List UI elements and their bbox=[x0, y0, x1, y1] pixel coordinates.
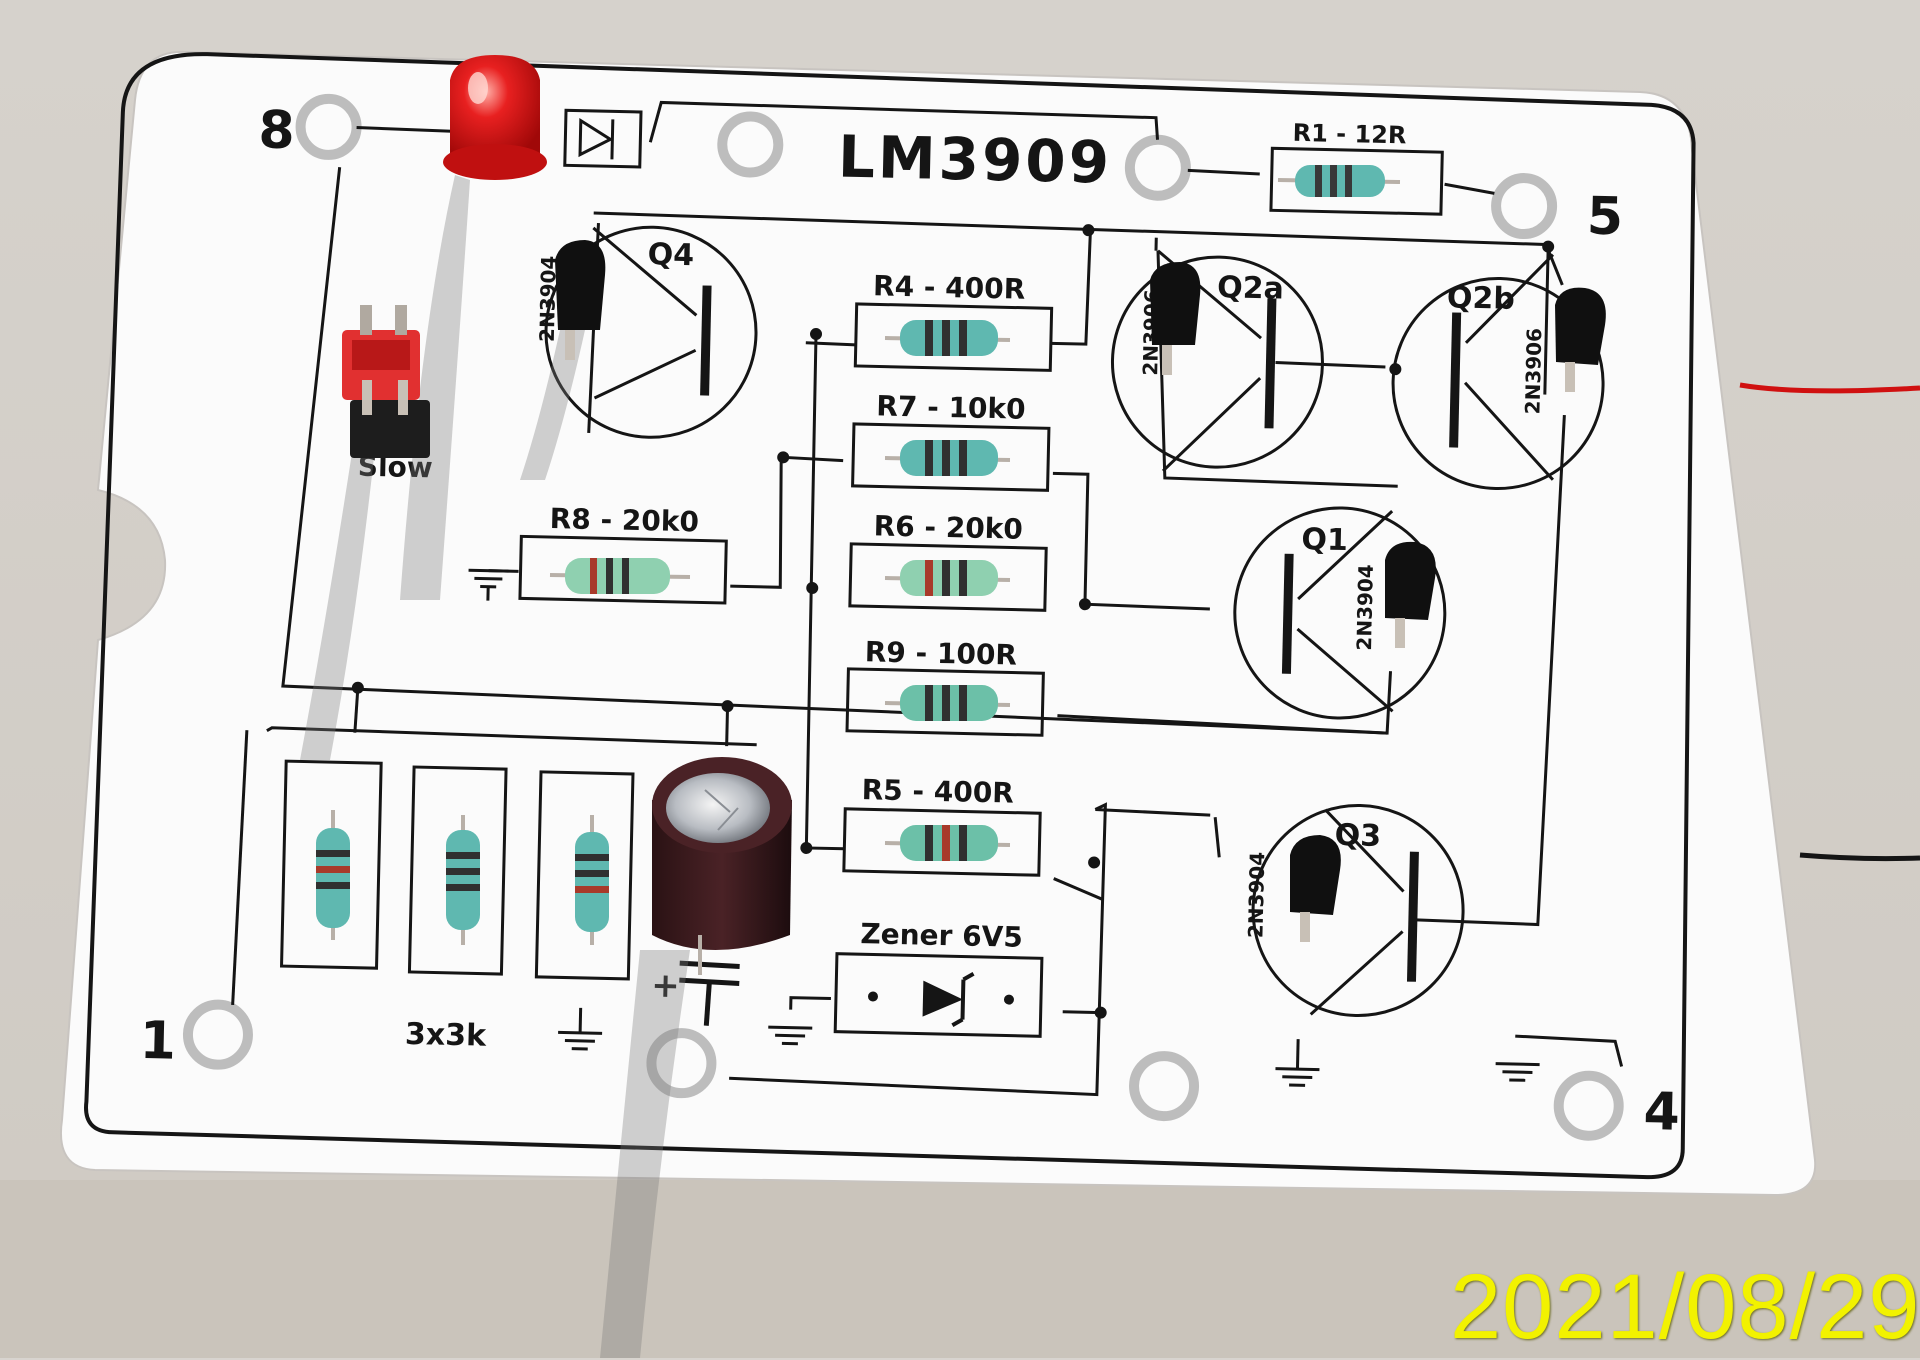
red-led bbox=[443, 55, 547, 180]
r1-label: R1 - 12R bbox=[1292, 119, 1406, 150]
pin-5-label: 5 bbox=[1586, 186, 1624, 247]
q2b-part-label: 2N3906 bbox=[1520, 328, 1546, 415]
r7-label: R7 - 10k0 bbox=[876, 389, 1026, 425]
q1-label: Q1 bbox=[1301, 522, 1348, 558]
q4-label: Q4 bbox=[647, 237, 694, 273]
q1-part-label: 2N3904 bbox=[1352, 564, 1378, 651]
r5-label: R5 - 400R bbox=[861, 773, 1014, 809]
pin-1-label: 1 bbox=[139, 1011, 177, 1072]
pin-8-label: 8 bbox=[258, 100, 296, 161]
r6-label: R6 - 20k0 bbox=[873, 509, 1023, 545]
r9-label: R9 - 100R bbox=[864, 635, 1017, 671]
chip-title: LM3909 bbox=[837, 122, 1113, 196]
pin-4-label: 4 bbox=[1643, 1082, 1681, 1143]
r4-label: R4 - 400R bbox=[873, 269, 1026, 305]
zener-label: Zener 6V5 bbox=[860, 917, 1023, 954]
q3-label: Q3 bbox=[1334, 818, 1381, 854]
resistor-bank-label: 3x3k bbox=[405, 1017, 488, 1054]
q3-part-label: 2N3904 bbox=[1243, 852, 1269, 939]
r8-label: R8 - 20k0 bbox=[549, 502, 699, 538]
q2b-label: Q2b bbox=[1447, 280, 1516, 317]
bank-resistor-2 bbox=[446, 815, 480, 945]
date-stamp: 2021/08/29 bbox=[1450, 1255, 1920, 1360]
q2a-label: Q2a bbox=[1217, 270, 1284, 307]
